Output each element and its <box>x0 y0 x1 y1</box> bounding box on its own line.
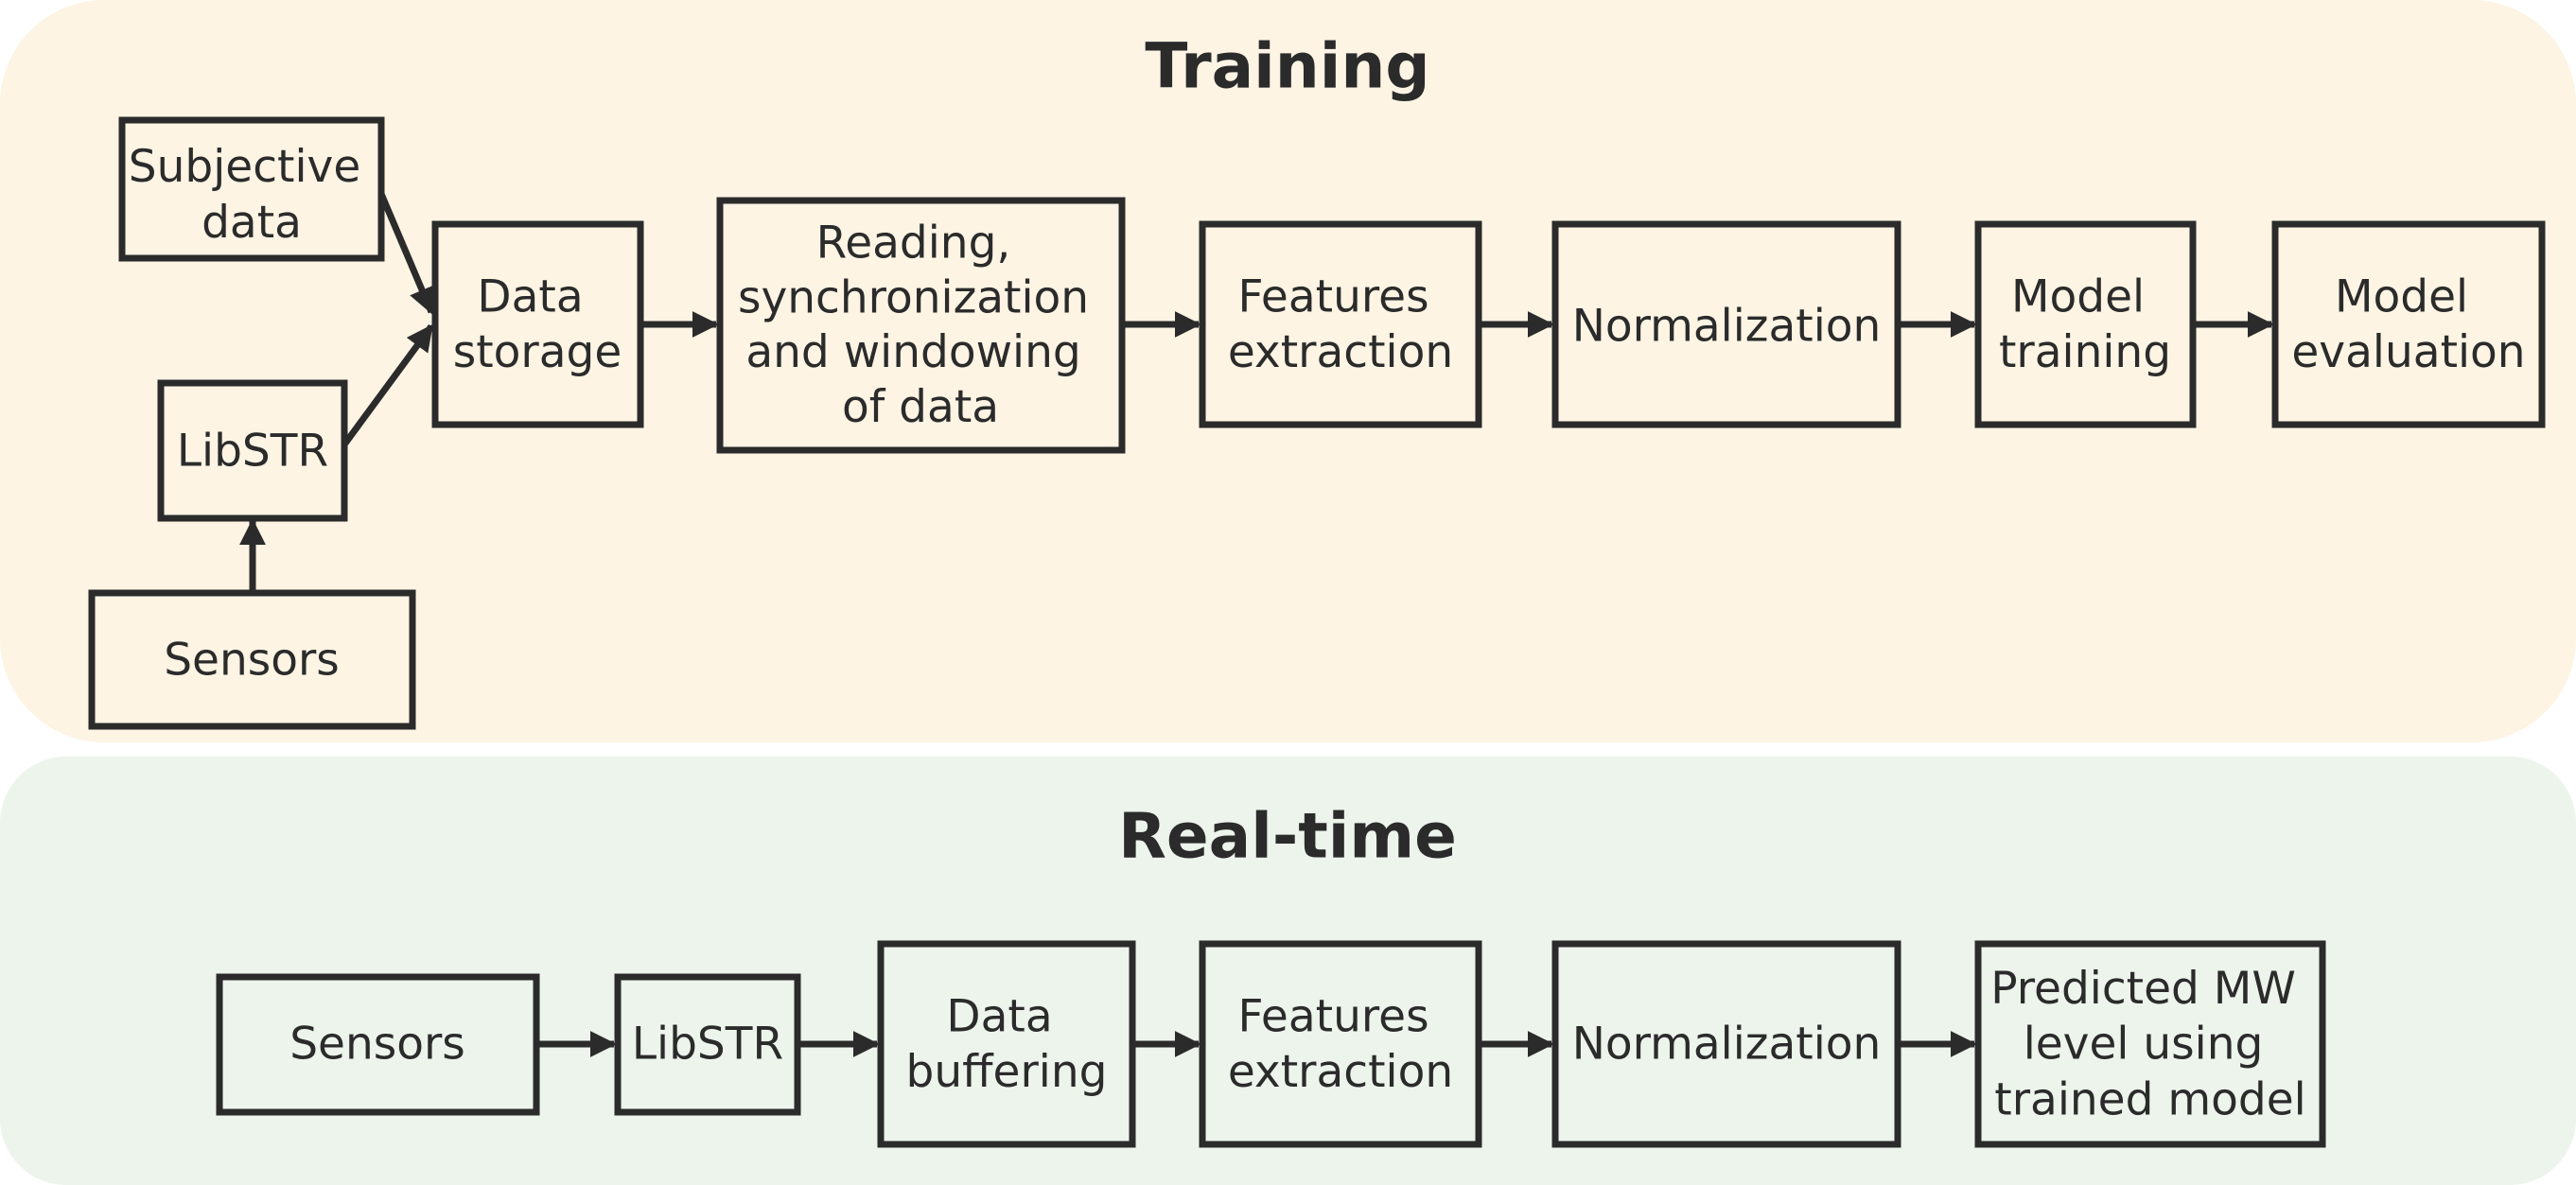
svg-text:Features extraction: Features extraction <box>1228 256 1453 378</box>
svg-text:Model training: Model training <box>1999 256 2171 378</box>
svg-text:Model evaluation: Model evaluation <box>2291 256 2525 378</box>
box-reading-sync-windowing: Reading, synchronization and windowing o… <box>716 197 1126 454</box>
box-features-realtime-line-1: Features <box>1237 990 1428 1042</box>
box-libstr-training-label: LibSTR <box>177 426 328 478</box>
box-model-evaluation: Model evaluation <box>2271 220 2546 428</box>
box-subjective-data: Subjective data <box>118 116 385 262</box>
box-predicted-line-1: Predicted MW <box>1990 963 2296 1015</box>
arrow-subjective-to-storage <box>377 192 435 315</box>
box-model-evaluation-line-2: evaluation <box>2291 326 2525 378</box>
box-features-realtime-line-2: extraction <box>1228 1046 1453 1098</box>
box-model-evaluation-line-1: Model <box>2335 270 2468 322</box>
box-libstr-training: LibSTR <box>157 379 348 522</box>
box-libstr-realtime-label: LibSTR <box>632 1019 783 1071</box>
box-features-training-line-1: Features <box>1237 270 1428 322</box>
svg-text:Reading, synchronization: Reading, synchronization and windowing o… <box>738 202 1103 433</box>
arrow-libstr-to-storage <box>342 323 434 447</box>
box-data-buffering-line-1: Data <box>946 990 1052 1042</box>
box-data-storage-line-2: storage <box>453 326 622 378</box>
box-data-buffering-line-2: buffering <box>906 1046 1108 1098</box>
box-subjective-data-line-1: Subjective <box>129 141 361 193</box>
svg-text:Subjective data: Subjective data <box>129 127 375 249</box>
training-title: Training <box>1145 30 1429 103</box>
svg-text:Predicted MW level using: Predicted MW level using trained model <box>1990 948 2310 1125</box>
realtime-panel <box>0 757 2576 1185</box>
box-predicted-line-3: trained model <box>1994 1073 2305 1125</box>
box-data-storage-line-1: Data <box>477 270 583 322</box>
box-features-extraction-realtime: Features extraction <box>1199 940 1482 1148</box>
box-normalization-realtime-label: Normalization <box>1572 1019 1882 1071</box>
box-predicted-mw-level: Predicted MW level using trained model <box>1974 940 2326 1148</box>
box-predicted-line-2: level using <box>2024 1019 2264 1071</box>
box-subjective-data-line-2: data <box>202 197 302 249</box>
svg-text:Data buffering: Data buffering <box>906 976 1108 1098</box>
box-reading-line-3: and windowing <box>745 326 1080 378</box>
realtime-title: Real-time <box>1118 800 1457 873</box>
box-sensors-training-label: Sensors <box>164 635 340 687</box>
box-features-extraction-training: Features extraction <box>1199 220 1482 428</box>
box-normalization-training-label: Normalization <box>1572 301 1882 353</box>
box-reading-line-2: synchronization <box>738 271 1089 323</box>
svg-text:Features extraction: Features extraction <box>1228 976 1453 1098</box>
box-reading-line-1: Reading, <box>816 218 1011 270</box>
box-sensors-realtime-label: Sensors <box>289 1019 465 1071</box>
box-model-training-line-2: training <box>1999 326 2171 378</box>
svg-text:Data storage: Data storage <box>453 256 622 378</box>
box-reading-line-4: of data <box>842 381 999 433</box>
box-model-training-line-1: Model <box>2011 270 2145 322</box>
box-features-training-line-2: extraction <box>1228 326 1453 378</box>
training-panel <box>0 0 2576 742</box>
